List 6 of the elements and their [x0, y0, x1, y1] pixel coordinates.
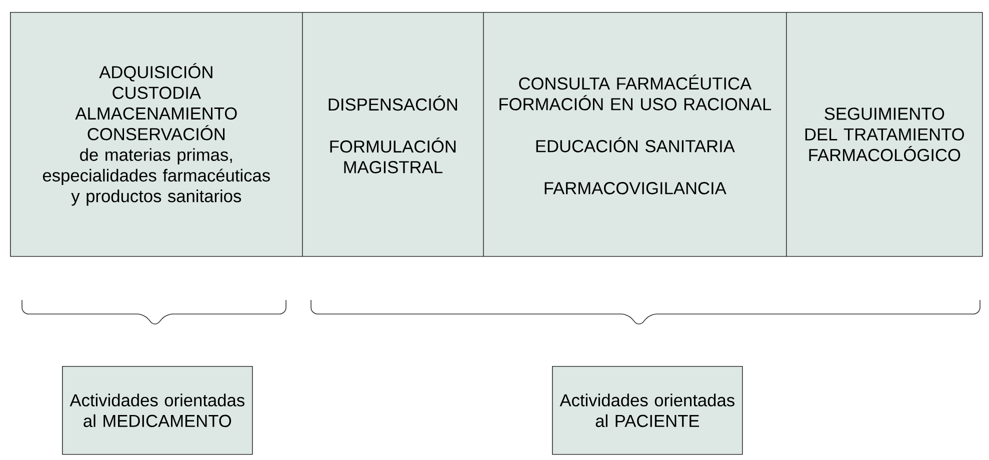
- table-cell: DISPENSACIÓN FORMULACIÓN MAGISTRAL: [302, 12, 484, 257]
- table-cell: CONSULTA FARMACÉUTICA FORMACIÓN EN USO RACIONAL EDUCACIÓN SANITARIA FARMACOVIGILANCIA: [483, 12, 787, 257]
- category-box: Actividades orientadas al PACIENTE: [552, 366, 743, 455]
- category-box: Actividades orientadas al MEDICAMENTO: [62, 366, 253, 455]
- table-cell: SEGUIMIENTO DEL TRATAMIENTO FARMACOLÓGICO: [786, 12, 983, 257]
- table-cell: ADQUISICIÓN CUSTODIA ALMACENAMIENTO CONSERVACIÓN de materias primas, especialidades farmacéuticas y productos sanitarios: [10, 12, 303, 257]
